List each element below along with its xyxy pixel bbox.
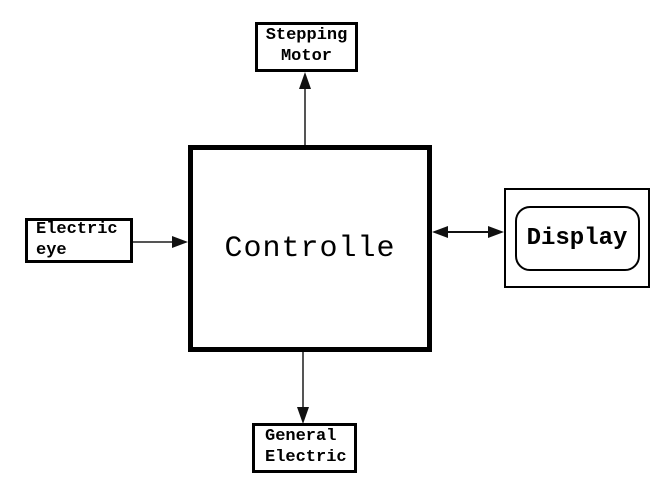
display-screen: Display [514,205,640,271]
arrow-controller-to-stepping-motor [299,72,311,145]
arrow-controller-display-double [432,226,504,238]
display-label: Display [526,224,628,252]
stepping-motor-label-line2: Motor [280,47,332,66]
node-stepping-motor: Stepping Motor [255,22,358,72]
electric-eye-label-line1: Electric [36,219,118,239]
arrow-controller-to-general-electric [297,352,309,424]
node-general-electric: General Electric [252,423,357,473]
node-controller: Controlle [188,145,432,352]
node-display-frame: Display [504,188,650,288]
controller-label: Controlle [224,231,396,266]
electric-eye-label-line2: eye [36,240,67,260]
node-electric-eye: Electric eye [25,218,133,263]
arrow-electric-eye-to-controller [133,236,188,248]
general-electric-label-line1: General [265,427,337,447]
general-electric-label-line2: Electric [265,448,347,467]
stepping-motor-label-line1: Stepping [265,26,348,46]
